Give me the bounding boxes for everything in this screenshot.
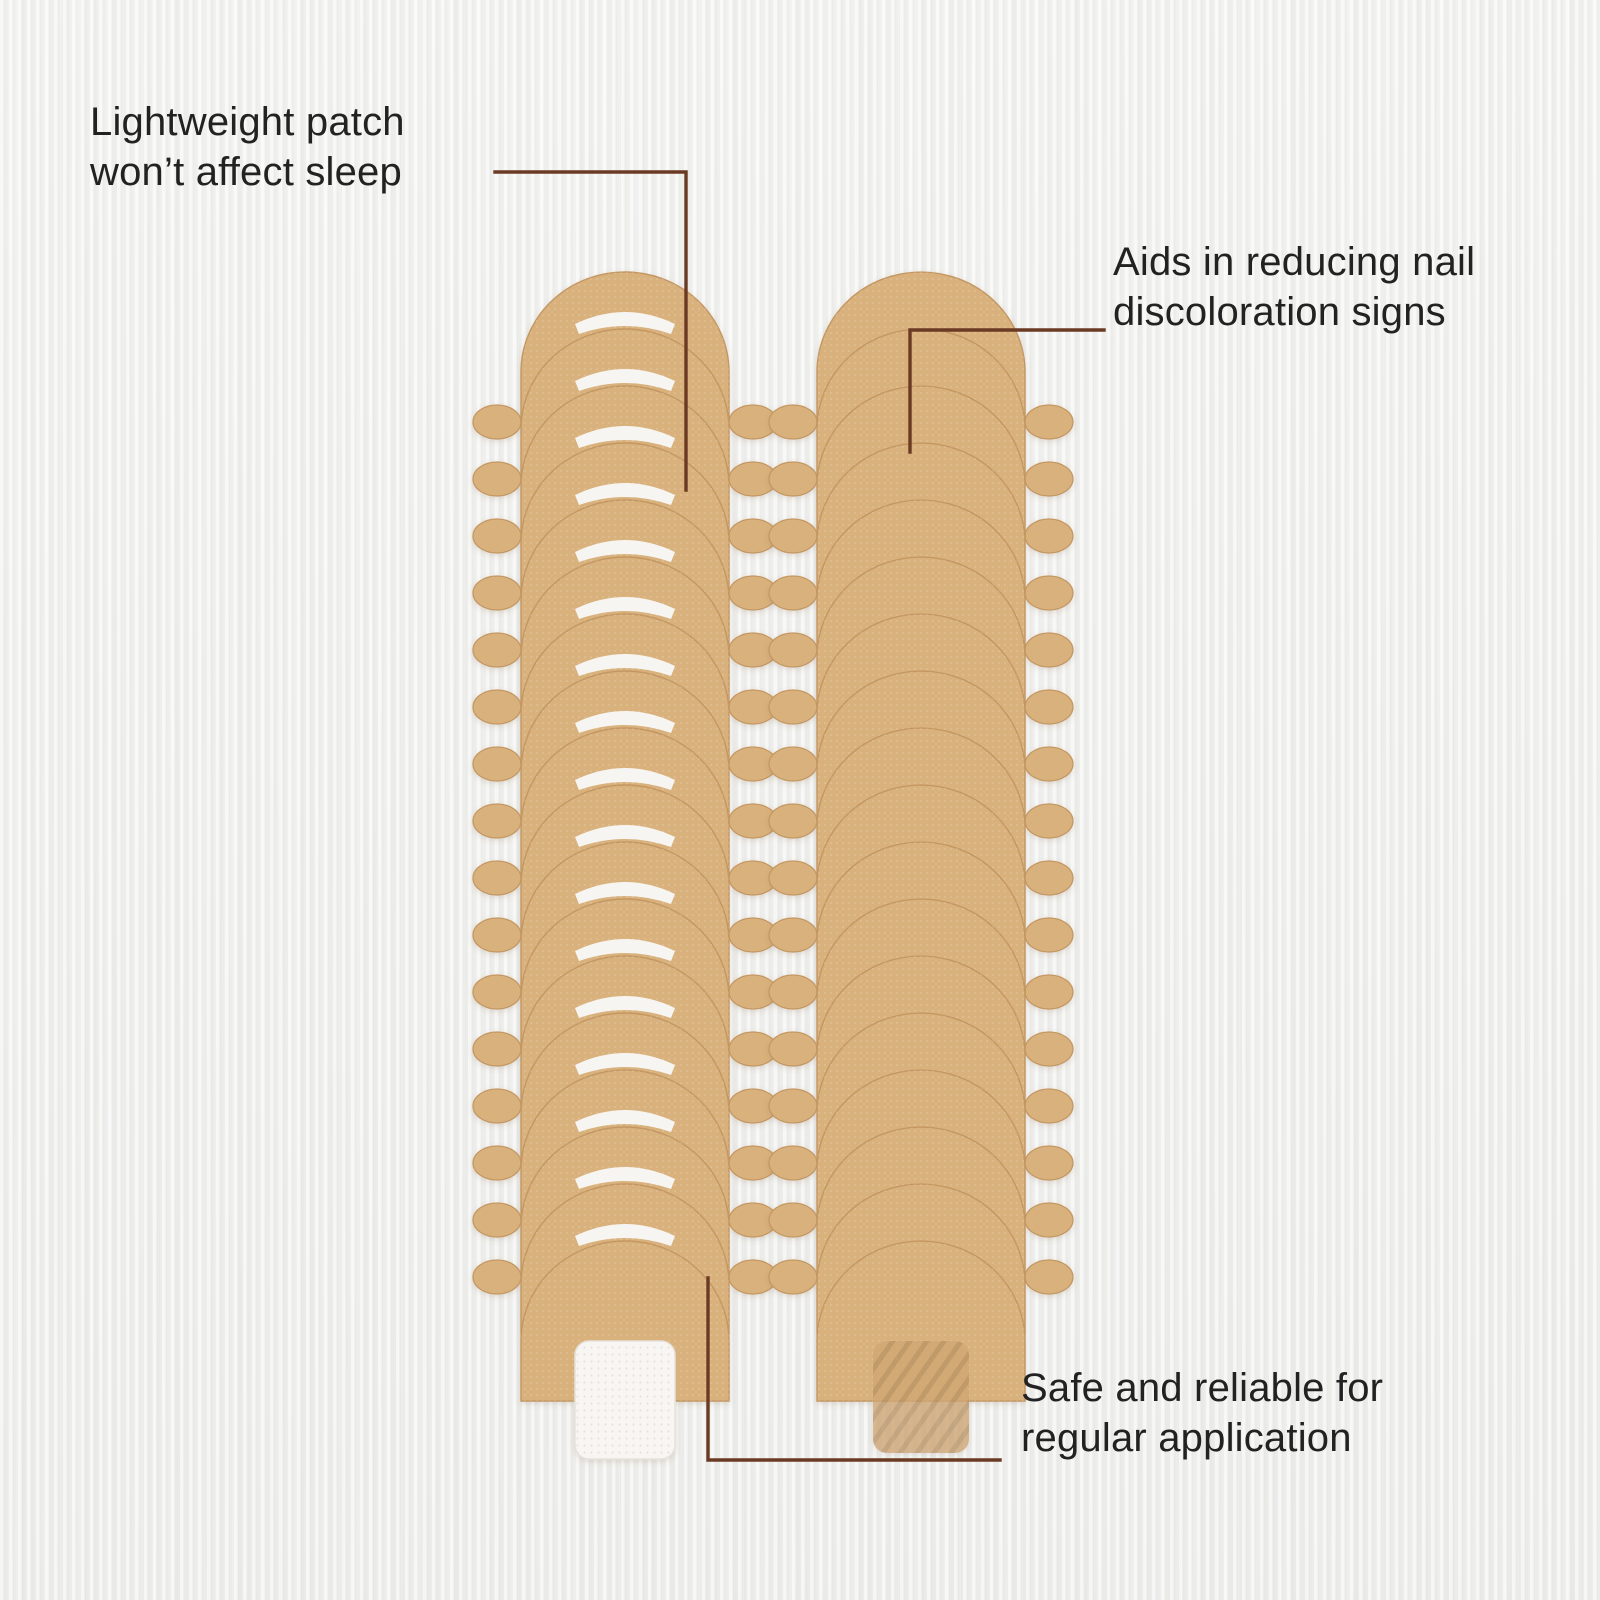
patch-tab xyxy=(768,575,818,611)
patch-tab xyxy=(472,917,522,953)
patch-tab xyxy=(1024,1088,1074,1124)
patch-tab xyxy=(768,689,818,725)
white-pad-edge xyxy=(575,711,675,733)
patch-tab xyxy=(768,632,818,668)
patch-tab xyxy=(472,1031,522,1067)
patch-tab xyxy=(472,974,522,1010)
white-pad xyxy=(574,1340,676,1460)
white-pad-edge xyxy=(575,1110,675,1132)
patch-tab xyxy=(768,803,818,839)
patch-tab xyxy=(472,518,522,554)
leader-line-lightweight xyxy=(493,170,688,492)
patch-tab xyxy=(1024,746,1074,782)
embedded-pad xyxy=(873,1341,969,1453)
callout-leader-lines xyxy=(493,170,1106,1462)
patch-tab xyxy=(1024,689,1074,725)
patch-tab xyxy=(1024,518,1074,554)
white-pad-edge xyxy=(575,996,675,1018)
white-pad-edge xyxy=(575,882,675,904)
patch-tab xyxy=(472,632,522,668)
patch-tab xyxy=(768,461,818,497)
patch-tab xyxy=(768,860,818,896)
callout-safe-line2: regular application xyxy=(1021,1416,1352,1460)
white-pad-edge xyxy=(575,1053,675,1075)
patch-tab xyxy=(1024,803,1074,839)
white-pad-edge xyxy=(575,768,675,790)
white-pad-edge xyxy=(575,369,675,391)
patch-tab xyxy=(472,461,522,497)
patch-tab xyxy=(1024,1031,1074,1067)
patch-tab xyxy=(768,518,818,554)
patch-tab xyxy=(472,1259,522,1295)
white-pad-edge xyxy=(575,483,675,505)
patch-tab xyxy=(472,860,522,896)
white-pad-edge xyxy=(575,939,675,961)
patch-tab xyxy=(472,689,522,725)
patch-tab xyxy=(768,974,818,1010)
patch-tab xyxy=(1024,404,1074,440)
patch-texture xyxy=(817,1241,1025,1401)
patch-tab xyxy=(768,1088,818,1124)
patch-tab xyxy=(472,404,522,440)
patch-tab xyxy=(472,1145,522,1181)
patch-tab xyxy=(1024,860,1074,896)
callout-discoloration-line1: Aids in reducing nail xyxy=(1113,240,1476,284)
callout-safe-line1: Safe and reliable for xyxy=(1021,1366,1384,1410)
white-pad-edge xyxy=(575,426,675,448)
leader-line-safe xyxy=(706,1276,1002,1462)
white-pad-edge xyxy=(575,825,675,847)
patch-tab xyxy=(768,1259,818,1295)
patch-tab xyxy=(1024,1259,1074,1295)
white-pad-edge xyxy=(575,312,675,334)
patch-tab xyxy=(472,746,522,782)
patch-strip-right xyxy=(768,271,1074,1453)
patch-strip-left xyxy=(472,271,778,1460)
patch-tab xyxy=(1024,1145,1074,1181)
patch-tab xyxy=(472,575,522,611)
callout-discoloration-line2: discoloration signs xyxy=(1113,290,1446,334)
patch-tab xyxy=(1024,632,1074,668)
patch-tab xyxy=(768,917,818,953)
white-pad-edge xyxy=(575,540,675,562)
callout-lightweight-line2: won’t affect sleep xyxy=(90,150,402,194)
callout-discoloration: Aids in reducing nail discoloration sign… xyxy=(1113,237,1475,337)
leader-line-discoloration xyxy=(908,328,1106,454)
white-pad-edge xyxy=(575,654,675,676)
patch-tab xyxy=(768,1145,818,1181)
patch-tab xyxy=(768,1202,818,1238)
callout-lightweight-line1: Lightweight patch xyxy=(90,100,405,144)
callout-lightweight: Lightweight patch won’t affect sleep xyxy=(90,97,405,197)
patch-tab xyxy=(472,1202,522,1238)
patch-tab xyxy=(768,746,818,782)
patch-tab xyxy=(1024,1202,1074,1238)
patch-texture xyxy=(521,1241,729,1401)
patch-tab xyxy=(472,1088,522,1124)
patch-tab xyxy=(1024,461,1074,497)
callout-safe: Safe and reliable for regular applicatio… xyxy=(1021,1363,1383,1463)
patch-tab xyxy=(768,404,818,440)
patch-tab xyxy=(1024,974,1074,1010)
white-pad-edge xyxy=(575,597,675,619)
patch-tab xyxy=(768,1031,818,1067)
patch-tab xyxy=(1024,917,1074,953)
patch-tab xyxy=(472,803,522,839)
patch-tab xyxy=(1024,575,1074,611)
white-pad-edge xyxy=(575,1167,675,1189)
white-pad-edge xyxy=(575,1224,675,1246)
